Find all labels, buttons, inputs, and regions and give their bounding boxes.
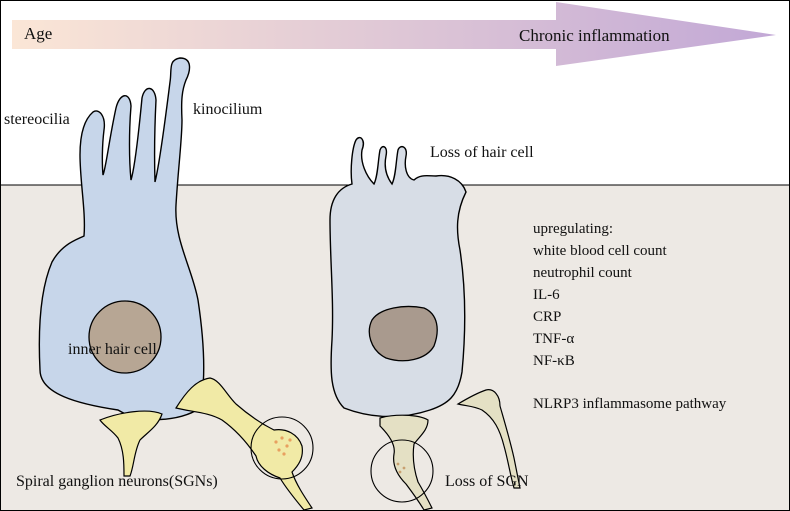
kinocilium-label: kinocilium [193, 101, 263, 118]
sgn-highlight-circle [250, 416, 314, 480]
loss-hair-cell-label: Loss of hair cell [430, 144, 534, 161]
sgn-loss-circle [370, 439, 434, 503]
stereocilia-label: stereocilia [4, 111, 70, 128]
nlrp3-pathway-label: NLRP3 inflammasome pathway [533, 396, 727, 412]
damaged-synapse-dots [396, 462, 406, 474]
upregulating-list: upregulating: white blood cell count neu… [533, 221, 727, 412]
age-inflammation-arrow [12, 2, 776, 66]
upregulating-heading: upregulating: [533, 221, 613, 237]
upregulated-item: TNF-α [533, 331, 574, 347]
inner-hair-cell-label: inner hair cell [68, 341, 157, 358]
upregulated-item: neutrophil count [533, 265, 633, 281]
damaged-nucleus [368, 305, 438, 362]
sgn-left [99, 410, 163, 477]
arrow-end-label: Chronic inflammation [519, 26, 670, 45]
upregulated-item: NF-κB [533, 353, 575, 369]
healthy-nucleus [88, 300, 162, 374]
synapse-dots [274, 436, 292, 456]
upregulated-item: white blood cell count [533, 243, 668, 259]
loss-sgn-label: Loss of SGN [445, 473, 529, 490]
arrow-start-label: Age [24, 24, 52, 43]
sgn-damaged [379, 414, 433, 511]
sgn-damaged-right [456, 389, 521, 489]
sgn-right [175, 377, 313, 511]
upregulated-item: IL-6 [533, 287, 560, 303]
upregulated-item: CRP [533, 309, 561, 325]
sgn-label: Spiral ganglion neurons(SGNs) [16, 473, 218, 490]
